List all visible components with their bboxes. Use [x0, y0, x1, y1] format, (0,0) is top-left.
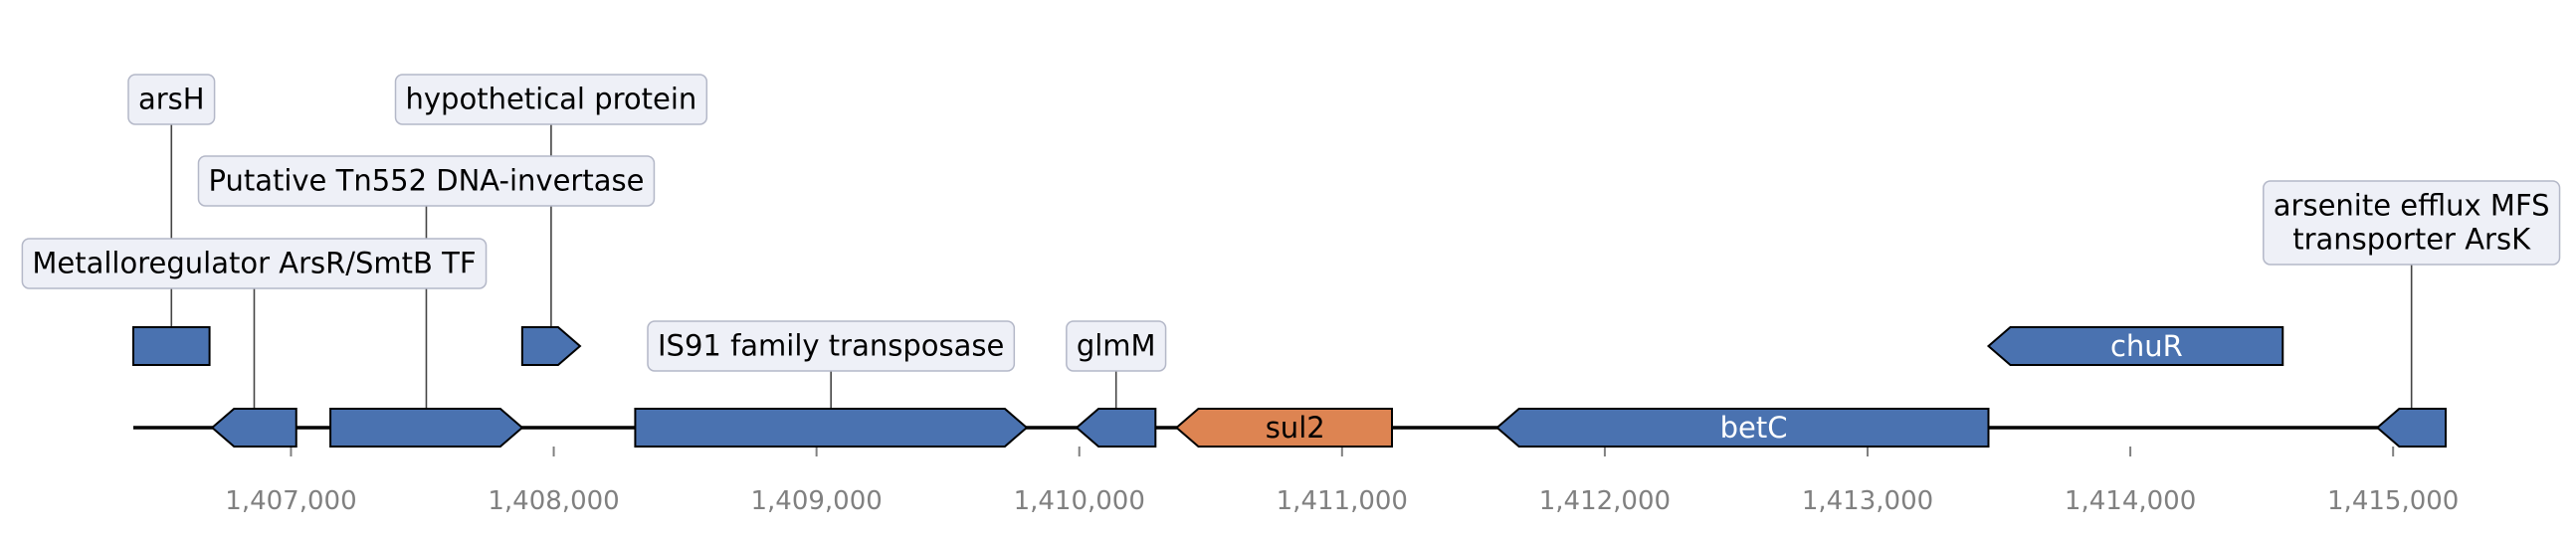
label-box [394, 74, 708, 125]
gene-arsR[interactable] [210, 408, 297, 448]
label-box [2263, 180, 2561, 266]
axis-tick-label: 1,410,000 [1014, 486, 1145, 516]
gene-arsK[interactable] [2375, 408, 2447, 448]
gene-betC[interactable] [1495, 408, 1990, 448]
gene-tn552[interactable] [329, 408, 524, 448]
axis-tick-label: 1,407,000 [225, 486, 356, 516]
feature-label-hypo: hypothetical protein [406, 83, 697, 116]
gene-chuR[interactable] [1986, 326, 2284, 366]
feature-labels: arsH Metalloregulator ArsR/SmtB TF Putativ… [21, 74, 2561, 372]
label-box [1066, 320, 1167, 372]
gene-sul2[interactable] [1174, 408, 1393, 448]
label-box [21, 238, 488, 289]
gene-is91[interactable] [634, 408, 1029, 448]
gene-label-sul2: sul2 [1266, 411, 1325, 445]
gene-label-betC: betC [1720, 411, 1788, 445]
track-axis: 1,407,000 1,408,000 1,409,000 1,410,000 1,41… [133, 426, 2459, 516]
gene-arsH[interactable] [132, 326, 211, 366]
gene-glmM[interactable] [1075, 408, 1157, 448]
gene-hypo[interactable] [520, 326, 582, 366]
axis-tick-label: 1,409,000 [750, 486, 882, 516]
axis-tick-label: 1,415,000 [2327, 486, 2459, 516]
axis-tick-label: 1,412,000 [1539, 486, 1671, 516]
feature-label-is91: IS91 family transposase [658, 329, 1004, 363]
label-box [647, 320, 1016, 372]
axis-tick-label: 1,411,000 [1277, 486, 1408, 516]
features: sul2 betC chuR [132, 326, 2447, 448]
label-box [127, 74, 216, 125]
feature-label-arsK: transporter ArsK [2292, 223, 2531, 257]
gene-label-chuR: chuR [2110, 329, 2183, 363]
feature-label-tn552: Putative Tn552 DNA-invertase [208, 164, 644, 198]
feature-label-arsK: arsenite efflux MFS [2274, 189, 2550, 223]
label-box [197, 155, 656, 207]
axis-tick-label: 1,414,000 [2065, 486, 2196, 516]
feature-label-arsH: arsH [138, 83, 205, 116]
axis-tick-label: 1,408,000 [488, 486, 619, 516]
feature-label-glmM: glmM [1077, 329, 1156, 363]
feature-label-arsR: Metalloregulator ArsR/SmtB TF [32, 247, 476, 280]
axis-tick-label: 1,413,000 [1802, 486, 1933, 516]
